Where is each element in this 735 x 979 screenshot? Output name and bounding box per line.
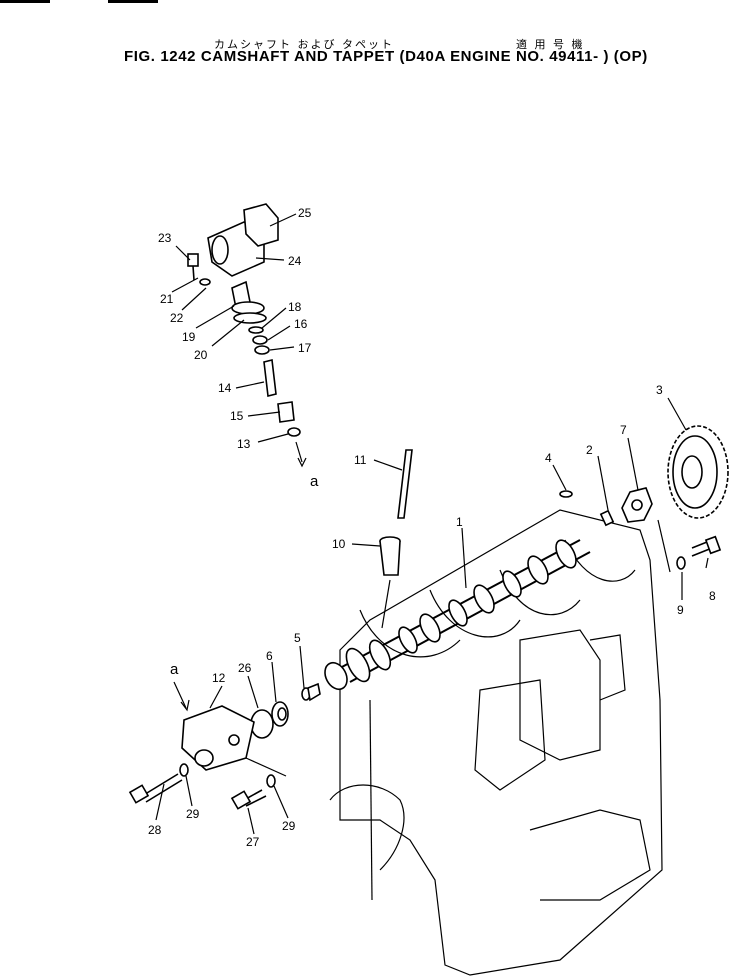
callout-5: 5: [294, 631, 301, 645]
japanese-applicable-label: 適 用 号 機: [516, 38, 585, 51]
callout-23: 23: [158, 231, 172, 245]
o-ring-18: [248, 326, 264, 334]
rod-14: [263, 359, 277, 397]
bolt-27: [230, 789, 267, 810]
callout-27: 27: [246, 835, 260, 849]
callout-17: 17: [298, 341, 312, 355]
callout-3: 3: [656, 383, 663, 397]
ref-arrow-a-top-head: [297, 457, 307, 468]
housing-12: [181, 705, 255, 771]
washer-9: [676, 556, 686, 570]
callout-18: 18: [288, 300, 302, 314]
gear-6: [271, 701, 289, 727]
washer-29a: [179, 763, 189, 777]
camshaft: [324, 539, 591, 691]
pin-5: [301, 682, 321, 702]
callout-14: 14: [218, 381, 232, 395]
figure-title: FIG. 1242 CAMSHAFT AND TAPPET (D40A ENGI…: [124, 48, 648, 65]
connector-25: [243, 203, 279, 247]
callout-10: 10: [332, 537, 346, 551]
callout-7: 7: [620, 423, 627, 437]
key-4: [559, 490, 573, 498]
engine-block: [329, 509, 663, 976]
callout-2: 2: [586, 443, 593, 457]
callout-4: 4: [545, 451, 552, 465]
callout-21: 21: [160, 292, 174, 306]
japanese-title: カムシャフト および タペット: [214, 38, 394, 51]
callout-26: 26: [238, 661, 252, 675]
bushing-15: [277, 401, 295, 423]
callout-24: 24: [288, 254, 302, 268]
tappet: [379, 536, 401, 576]
thrust-plate: [621, 487, 653, 523]
gasket-20: [233, 312, 267, 324]
callout-29b: 29: [282, 819, 296, 833]
callout-19: 19: [182, 330, 196, 344]
callout-ref-a-bottom: a: [170, 661, 179, 678]
callout-1: 1: [456, 515, 463, 529]
push-rod: [397, 449, 413, 519]
cam-gear: [667, 425, 729, 519]
callout-9: 9: [677, 603, 684, 617]
ref-arrow-a-bottom-head: [180, 699, 190, 712]
callout-12: 12: [212, 671, 226, 685]
ref-arrow-a-top: [295, 441, 303, 463]
callout-16: 16: [294, 317, 308, 331]
bolt-8: [691, 535, 722, 557]
callout-29a: 29: [186, 807, 200, 821]
callout-25: 25: [298, 206, 312, 220]
callout-ref-a-top: a: [310, 473, 319, 490]
washer-29b: [266, 774, 276, 788]
leader-lines: [155, 213, 709, 835]
callout-15: 15: [230, 409, 244, 423]
o-ring-17: [254, 345, 270, 355]
ref-arrow-a-bottom: [173, 681, 187, 709]
callout-22: 22: [170, 311, 184, 325]
bolt-23: [187, 253, 199, 281]
callout-6: 6: [266, 649, 273, 663]
ring-13: [287, 427, 301, 437]
callout-13: 13: [237, 437, 251, 451]
top-rule-right: [108, 0, 158, 3]
top-rule-left: [0, 0, 50, 3]
screw-2: [599, 509, 615, 527]
adapter-19: [231, 280, 265, 315]
spacer-16: [252, 335, 268, 345]
callout-20: 20: [194, 348, 208, 362]
callout-11: 11: [354, 453, 367, 467]
callout-28: 28: [148, 823, 162, 837]
bolt-28: [128, 773, 183, 804]
callout-8: 8: [709, 589, 716, 603]
washer-21: [199, 278, 211, 286]
